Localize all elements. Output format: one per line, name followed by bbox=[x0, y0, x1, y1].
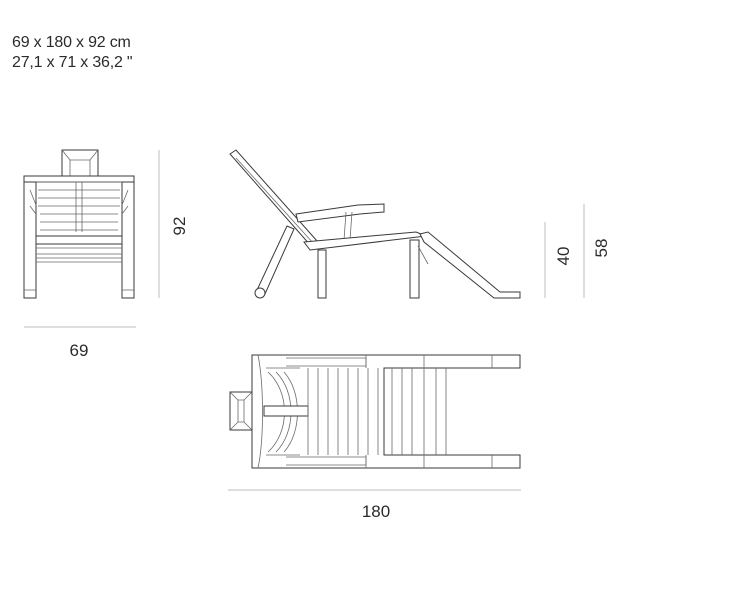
dimensions-inch: 27,1 x 71 x 36,2 " bbox=[12, 54, 133, 71]
front-view bbox=[23, 149, 135, 299]
dimensions-header: 69 x 180 x 92 cm 27,1 x 71 x 36,2 " bbox=[12, 33, 133, 73]
side-view bbox=[229, 149, 521, 299]
top-view bbox=[229, 354, 521, 469]
front-height-label: 92 bbox=[170, 217, 189, 236]
front-width-label: 69 bbox=[70, 341, 89, 360]
seat-height-label: 40 bbox=[554, 247, 573, 266]
dimensions-cm: 69 x 180 x 92 cm bbox=[12, 34, 131, 51]
arm-height-label: 58 bbox=[592, 239, 611, 258]
top-length-label: 180 bbox=[362, 502, 390, 521]
